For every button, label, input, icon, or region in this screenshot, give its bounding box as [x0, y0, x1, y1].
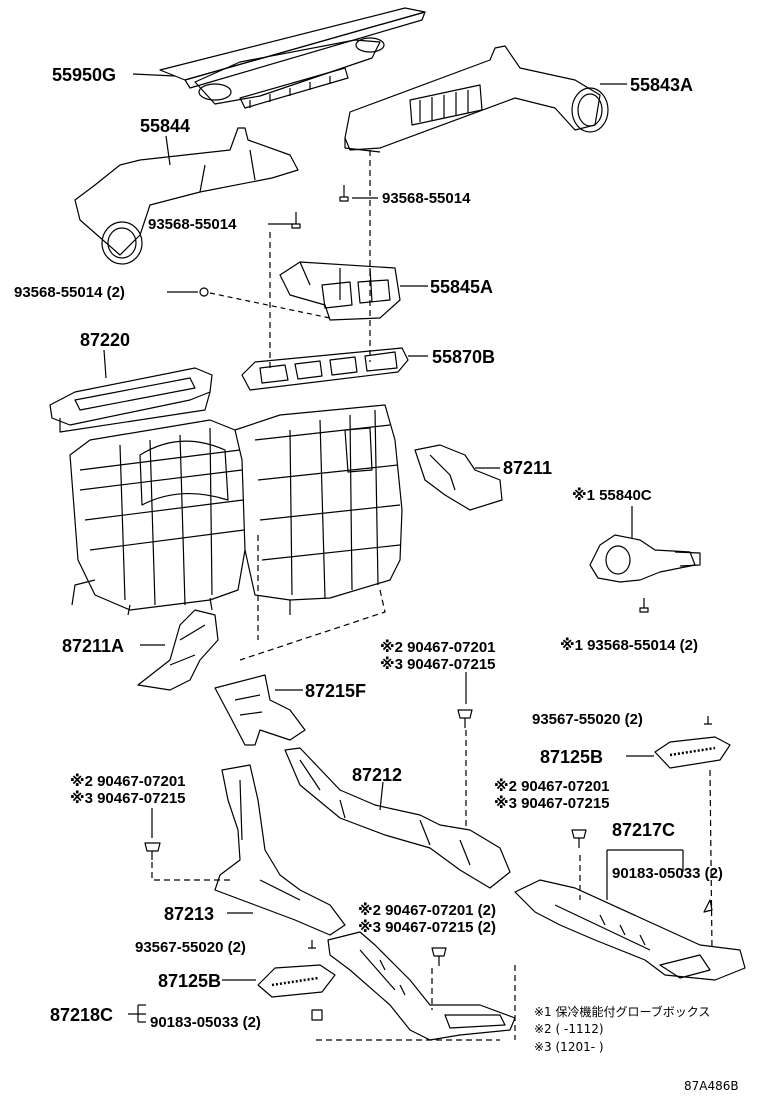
legend-note-1: ※1 保冷機能付グローブボックス: [534, 1005, 711, 1019]
label-87211A: 87211A: [62, 636, 125, 656]
part-55950G-drawing: [159, 7, 426, 109]
label-90467-07215-a: ※3 90467-07215: [380, 656, 496, 673]
part-87217C-drawing: [514, 879, 746, 981]
part-55840C-drawing: [589, 534, 701, 583]
label-87217C: 87217C: [612, 820, 676, 840]
label-93568-55014-c: 93568-55014 (2): [14, 284, 125, 301]
leader-55844: [165, 135, 171, 166]
label-87215F: 87215F: [305, 681, 367, 701]
label-90467-07201-a: ※2 90467-07201: [380, 639, 496, 656]
label-55843A: 55843A: [630, 75, 694, 95]
label-93567-55020-b: 93567-55020 (2): [135, 939, 246, 956]
label-87125B-b: 87125B: [158, 971, 222, 991]
part-87220-drawing: [49, 367, 213, 433]
label-90467-07215-b: ※3 90467-07215: [70, 790, 186, 807]
label-55840C: ※1 55840C: [572, 487, 652, 504]
clip-drawings: [144, 709, 587, 966]
label-93567-55020-a: 93567-55020 (2): [532, 711, 643, 728]
legend-note-2: ※2 ( -1112): [534, 1022, 604, 1036]
label-55950G: 55950G: [52, 65, 117, 85]
part-55870B-drawing: [241, 347, 409, 391]
label-90467-07215-d: ※3 90467-07215 (2): [358, 919, 497, 936]
part-87125B-upper-drawing: [654, 736, 731, 769]
part-87125B-lower-drawing: [257, 964, 336, 998]
part-87212-drawing: [284, 747, 511, 889]
label-87220: 87220: [80, 330, 131, 350]
label-87212: 87212: [352, 765, 403, 785]
label-93568-55014-b: 93568-55014: [382, 190, 471, 207]
label-87211: 87211: [503, 458, 553, 478]
label-90183-05033-a: 90183-05033 (2): [612, 865, 723, 882]
label-55844: 55844: [140, 116, 191, 136]
part-87215F-drawing: [214, 674, 306, 746]
label-55845A: 55845A: [430, 277, 494, 297]
part-87213-drawing: [214, 764, 346, 936]
part-87218C-drawing: [327, 931, 516, 1041]
screw-drawings: [199, 185, 712, 949]
label-90467-07201-c: ※2 90467-07201: [494, 778, 610, 795]
part-87211A-drawing: [137, 609, 219, 691]
hvac-unit-drawing: [69, 404, 403, 616]
label-93568-55014-d: ※1 93568-55014 (2): [560, 637, 699, 654]
part-55845A-drawing: [279, 261, 401, 321]
leader-55950G: [132, 73, 176, 77]
part-87211-drawing: [414, 444, 503, 511]
label-90183-05033-b: 90183-05033 (2): [150, 1014, 261, 1031]
label-93568-55014-a: 93568-55014: [148, 216, 237, 233]
label-90467-07201-d: ※2 90467-07201 (2): [358, 902, 497, 919]
label-90467-07201-b: ※2 90467-07201: [70, 773, 186, 790]
diagram-code: 87A486B: [684, 1079, 739, 1093]
part-55844-drawing: [74, 127, 299, 265]
label-55870B: 55870B: [432, 347, 496, 367]
label-87218C: 87218C: [50, 1005, 114, 1025]
label-87125B-a: 87125B: [540, 747, 604, 767]
label-90467-07215-c: ※3 90467-07215: [494, 795, 610, 812]
label-87213: 87213: [164, 904, 215, 924]
part-55843A-drawing: [344, 45, 609, 153]
legend-note-3: ※3 (1201- ): [534, 1040, 604, 1054]
